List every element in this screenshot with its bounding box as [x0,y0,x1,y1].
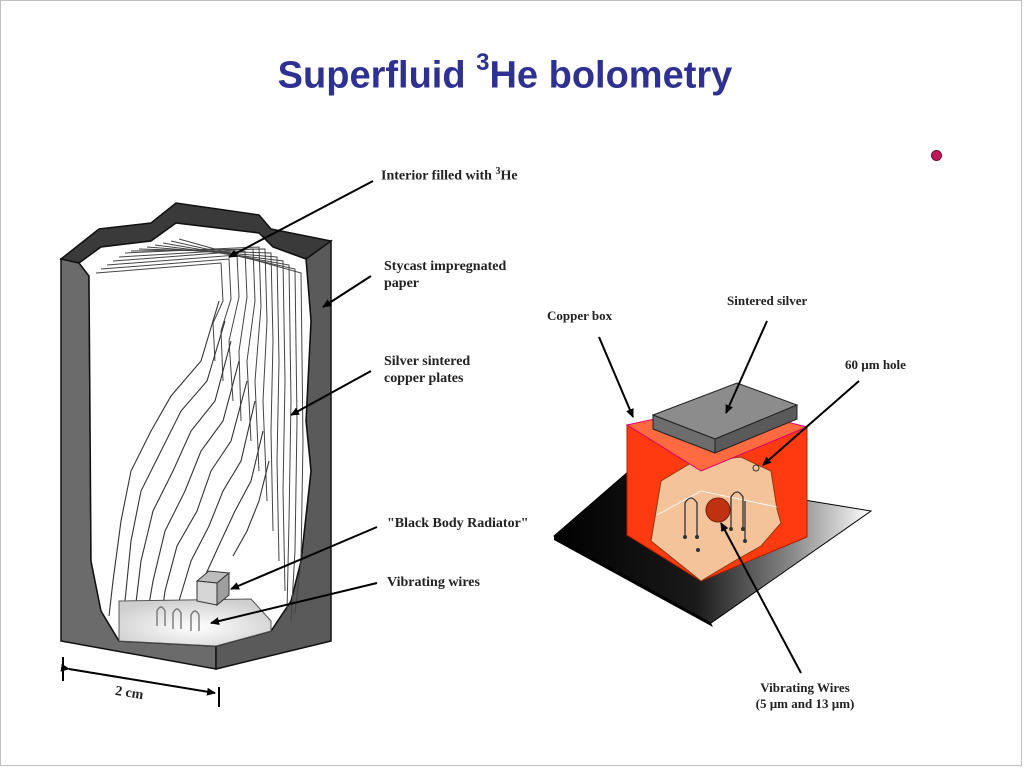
label-copper-box: Copper box [547,308,613,323]
label-vibrating-wires: Vibrating wires [387,575,480,590]
title-superscript: 3 [476,49,490,76]
title-rest: He bolometry [489,54,733,97]
title-main: Superfluid [277,54,477,97]
label-silver-line2: copper plates [384,371,464,386]
label-interior-suffix: He [500,168,518,184]
label-stycast: Stycast impregnated paper [384,258,506,292]
black-body-radiator-shape [195,570,231,607]
label-stycast-line1: Stycast impregnated [384,259,507,274]
label-hole: 60 µm hole [845,357,906,372]
label-interior-sup: 3 [495,166,501,177]
bullet-dot [931,150,942,161]
slide-title: Superfluid 3He bolometry [1,49,1009,98]
label-sintered-silver: Sintered silver [727,293,808,308]
label-stycast-line2: paper [384,276,419,291]
copper-box-diagram [553,382,873,627]
label-silver-sintered: Silver sintered copper plates [384,353,470,387]
label-vib-line1: Vibrating Wires [760,680,850,695]
label-silver-line1: Silver sintered [384,354,471,369]
cutaway-cell [59,202,333,670]
label-interior-prefix: Interior filled with [381,168,496,184]
scale-bar [60,657,220,707]
label-vibrating-wires-right: Vibrating Wires (5 µm and 13 µm) [745,680,865,712]
label-interior: Interior filled with 3He [381,163,518,185]
label-vib-line2: (5 µm and 13 µm) [755,696,855,711]
label-black-body: "Black Body Radiator" [387,516,529,531]
